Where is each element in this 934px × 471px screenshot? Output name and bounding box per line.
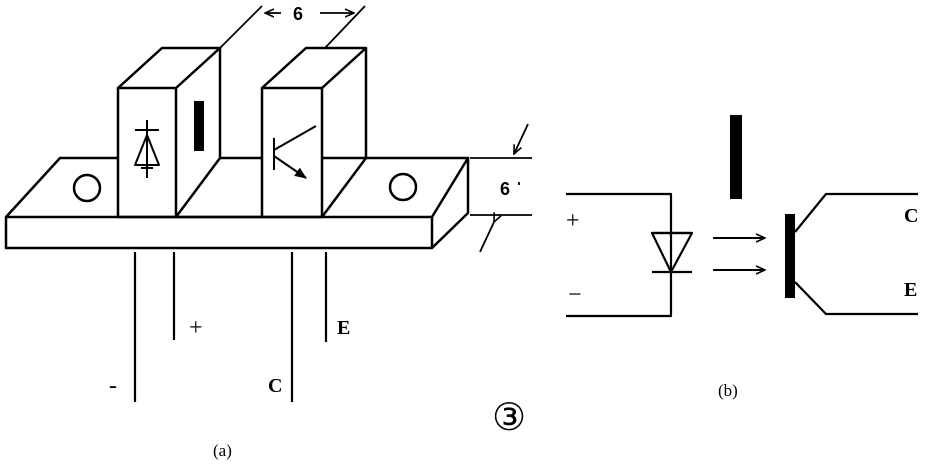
text-labels: 6 6 + - C E (a) (b) ③ + − C E — [109, 4, 918, 460]
diode-symbol-3d — [134, 120, 160, 178]
lead-minus-label: - — [109, 373, 117, 399]
lead-c-label: C — [268, 375, 282, 397]
schematic-plus-label: + — [566, 208, 580, 234]
lead-plus-label: + — [189, 315, 203, 341]
interrupter-slot-bar — [730, 115, 742, 199]
dimension-height — [470, 123, 532, 253]
dim-gap-label: 6 — [293, 4, 303, 24]
emitter-block — [116, 46, 262, 219]
caption-a: (a) — [213, 441, 232, 460]
mount-hole-left — [72, 173, 102, 203]
sensor-3d-drawing — [4, 5, 532, 402]
light-rays — [713, 238, 765, 270]
phototransistor-circuit — [785, 192, 918, 316]
dim-height-label: 6 — [500, 179, 510, 199]
schematic-e-label: E — [904, 279, 917, 301]
emitter-window — [194, 101, 204, 151]
lead-e-label: E — [337, 317, 350, 339]
schematic-c-label: C — [904, 205, 918, 227]
phototransistor-base-bar — [785, 214, 795, 298]
led-circuit — [566, 192, 694, 318]
dimension-slot-width — [219, 5, 366, 49]
detector-block — [260, 46, 368, 219]
figure-number: ③ — [492, 397, 526, 439]
caption-b: (b) — [718, 381, 738, 400]
transistor-symbol-3d — [273, 125, 317, 179]
sensor-leads — [133, 252, 328, 402]
schematic-drawing — [566, 115, 918, 318]
base-plate — [4, 156, 470, 250]
schematic-minus-label: − — [568, 282, 582, 308]
mount-hole-right — [388, 172, 418, 202]
